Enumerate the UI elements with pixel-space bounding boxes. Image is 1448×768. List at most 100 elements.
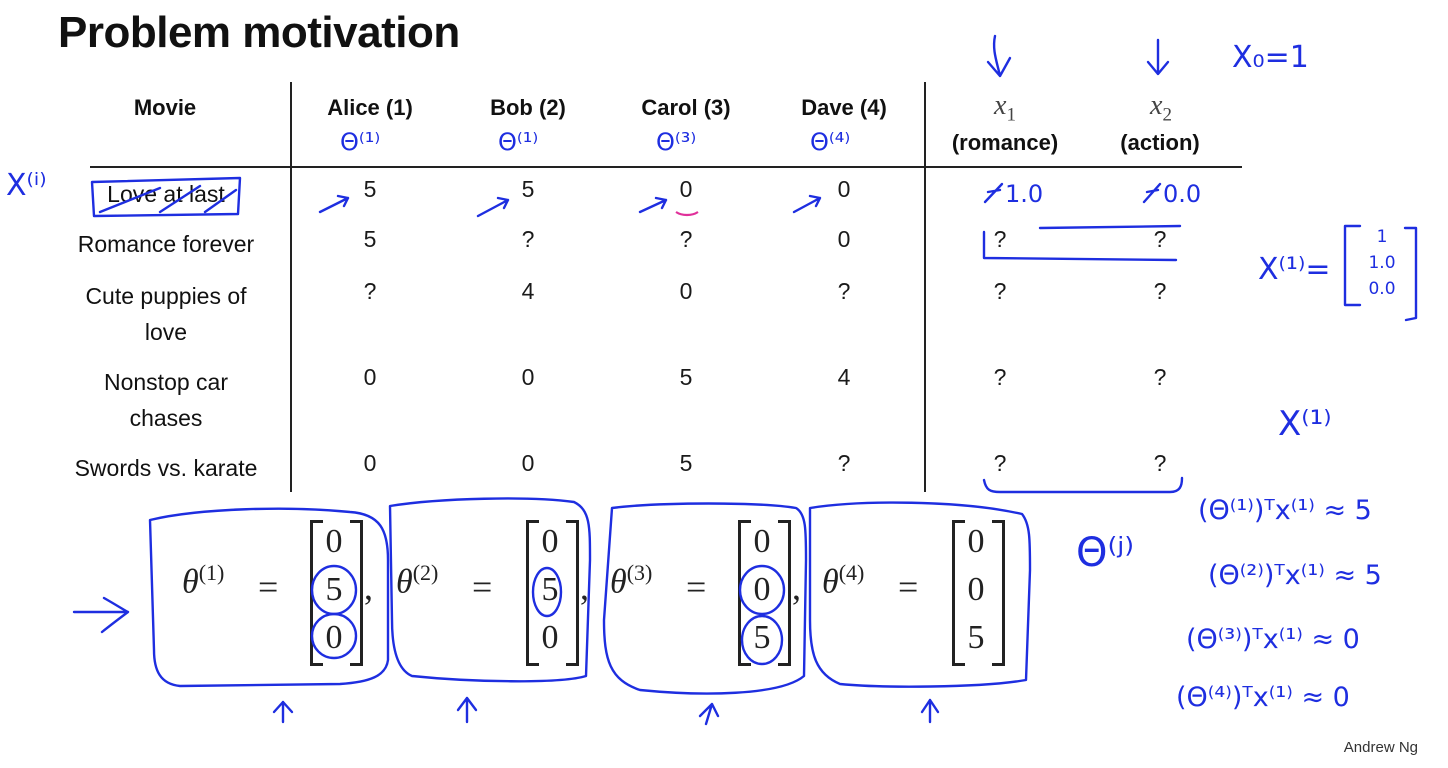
rating-cell: 0 xyxy=(521,450,535,476)
up-arrow-icon xyxy=(920,698,940,724)
x1-vector-value: 1 xyxy=(1376,227,1388,247)
movie-name: Love at last xyxy=(107,181,225,207)
equals-sign: = xyxy=(898,567,919,607)
slide-credit: Andrew Ng xyxy=(1343,739,1418,756)
feature-cell: ? xyxy=(993,278,1007,304)
theta-vector-entry: 0 xyxy=(753,523,771,560)
theta-vector-entry: 0 xyxy=(541,523,559,560)
equals-sign: = xyxy=(472,567,493,607)
rating-cell: 5 xyxy=(521,176,535,202)
feature-cell: ? xyxy=(993,364,1007,390)
theta-symbol: θ xyxy=(182,563,199,601)
theta-symbol: θ xyxy=(396,563,413,601)
strike-mark xyxy=(983,182,1004,204)
up-arrow-icon xyxy=(272,700,294,724)
user-header-dave: Dave (4) xyxy=(801,95,887,120)
feature-header-x1: x1 xyxy=(994,90,1016,126)
theta-vector-entry: 0 xyxy=(541,619,559,656)
theta-vector-entry: 5 xyxy=(967,619,985,656)
theta-index: (2) xyxy=(412,560,439,585)
right-bracket xyxy=(350,520,363,666)
down-arrow-icon xyxy=(1146,38,1170,76)
header-divider xyxy=(90,166,1242,168)
feature-cell: ? xyxy=(993,226,1007,252)
x1-vector-value: 1.0 xyxy=(1368,253,1396,273)
theta-vector-values: 0 5 0 xyxy=(318,518,350,662)
theta-vector-entry: 5 xyxy=(325,571,343,608)
movie-column-divider xyxy=(290,82,292,492)
theta-vector-label: θ(1) xyxy=(182,560,224,601)
up-arrow-icon xyxy=(456,696,478,724)
user-header-carol: Carol (3) xyxy=(641,95,731,120)
user-theta-note: Θ⁽¹⁾ xyxy=(340,128,381,156)
annotated-feature-value: 0.0 xyxy=(1163,180,1202,208)
user-header-bob: Bob (2) xyxy=(490,95,566,120)
rating-cell: 4 xyxy=(837,364,851,390)
theta-vector-entry: 5 xyxy=(541,571,559,608)
feature-cell: ? xyxy=(993,450,1007,476)
user-theta-note: Θ⁽⁴⁾ xyxy=(810,128,851,156)
theta-symbol: θ xyxy=(822,563,839,601)
feature-label-romance: (romance) xyxy=(951,130,1059,155)
rating-cell: ? xyxy=(521,226,535,252)
rating-cell: 0 xyxy=(837,226,851,252)
rating-cell: 0 xyxy=(363,364,377,390)
x0-equals-one-note: X₀=1 xyxy=(1232,40,1309,75)
rating-cell: 0 xyxy=(521,364,535,390)
strike-mark xyxy=(1142,182,1162,204)
movie-name: Nonstop car chases xyxy=(103,369,228,431)
rating-cell: 5 xyxy=(363,226,377,252)
annotated-feature-value: 1.0 xyxy=(1005,180,1044,208)
feature-cell: ? xyxy=(1153,364,1167,390)
rating-cell: 0 xyxy=(679,176,693,202)
rating-cell: ? xyxy=(837,450,851,476)
prediction-note: (Θ⁽³⁾)ᵀx⁽¹⁾ ≈ 0 xyxy=(1186,624,1360,655)
equals-sign: = xyxy=(258,567,279,607)
theta-vector-entry: 5 xyxy=(753,619,771,656)
x-i-note: X⁽ⁱ⁾ xyxy=(6,168,47,203)
x1-vector-label: X⁽¹⁾= xyxy=(1258,252,1331,287)
theta-vector-entry: 0 xyxy=(753,571,771,608)
theta-vector-entry: 0 xyxy=(325,619,343,656)
rating-cell: 0 xyxy=(837,176,851,202)
theta-index: (1) xyxy=(198,560,225,585)
comma: , xyxy=(364,567,373,607)
down-arrow-icon xyxy=(986,34,1012,78)
rating-cell: 4 xyxy=(521,278,535,304)
rating-cell: 5 xyxy=(679,364,693,390)
comma: , xyxy=(792,567,801,607)
prediction-note: (Θ⁽²⁾)ᵀx⁽¹⁾ ≈ 5 xyxy=(1208,560,1382,591)
right-bracket xyxy=(778,520,791,666)
theta-vector-values: 0 5 0 xyxy=(534,518,566,662)
feature-cell: ? xyxy=(1153,450,1167,476)
feature-bracket xyxy=(982,476,1184,494)
comma: , xyxy=(580,567,589,607)
theta-vector-label: θ(3) xyxy=(610,560,652,601)
prediction-note: (Θ⁽⁴⁾)ᵀx⁽¹⁾ ≈ 0 xyxy=(1176,682,1350,713)
theta-symbol: θ xyxy=(610,563,627,601)
up-arrow-icon xyxy=(698,702,720,726)
right-bracket xyxy=(992,520,1005,666)
theta-j-note: Θ⁽ʲ⁾ xyxy=(1076,530,1135,576)
user-header-alice: Alice (1) xyxy=(327,95,413,120)
theta-index: (4) xyxy=(838,560,865,585)
right-arrow-icon xyxy=(72,596,130,634)
theta-vector-entry: 0 xyxy=(325,523,343,560)
feature-cell: ? xyxy=(1153,226,1167,252)
rating-cell: ? xyxy=(837,278,851,304)
feature-column-divider xyxy=(924,82,926,492)
x1-vector-value: 0.0 xyxy=(1368,279,1396,299)
feature-label-action: (action) xyxy=(1120,130,1200,155)
feature-header-x2: x2 xyxy=(1150,90,1172,126)
movie-name: Swords vs. karate xyxy=(74,455,258,481)
movie-name: Cute puppies of love xyxy=(85,283,247,345)
rating-cell: 0 xyxy=(363,450,377,476)
theta-vector-values: 0 0 5 xyxy=(960,518,992,662)
x1-vector-values: 1 1.0 0.0 xyxy=(1350,224,1414,302)
rating-cell: 5 xyxy=(363,176,377,202)
rating-cell: ? xyxy=(679,226,693,252)
theta-vector-values: 0 0 5 xyxy=(746,518,778,662)
rating-cell: ? xyxy=(363,278,377,304)
theta-vector-entry: 0 xyxy=(967,571,985,608)
theta-vector-entry: 0 xyxy=(967,523,985,560)
